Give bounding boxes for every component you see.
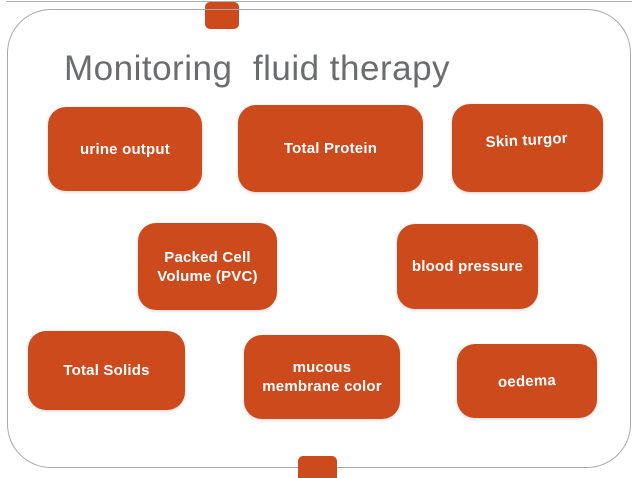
- box-packed-cell-volume: Packed Cell Volume (PVC): [138, 223, 277, 310]
- box-label: Skin turgor: [485, 129, 569, 151]
- box-oedema: oedema: [457, 344, 597, 418]
- box-total-solids: Total Solids: [28, 331, 185, 410]
- box-label: mucous membrane color: [262, 358, 382, 396]
- slide-title: Monitoring fluid therapy: [64, 49, 451, 88]
- box-total-protein: Total Protein: [238, 105, 423, 192]
- box-label-line2: membrane color: [262, 378, 382, 395]
- box-label: blood pressure: [411, 258, 524, 275]
- box-label-line1: Packed Cell: [164, 248, 251, 266]
- box-label: oedema: [497, 371, 557, 391]
- box-blood-pressure: blood pressure: [397, 224, 538, 309]
- adjacent-slide-peek-bottom: [298, 456, 337, 478]
- box-label-line2: Volume (PVC): [157, 267, 258, 285]
- box-label: urine output: [80, 140, 170, 158]
- box-mucous-membrane-color: mucous membrane color: [244, 335, 400, 419]
- box-skin-turgor: Skin turgor: [452, 104, 603, 192]
- box-label-line1: mucous: [292, 359, 352, 376]
- top-edge-divider: [6, 1, 632, 2]
- adjacent-slide-peek-top: [205, 2, 239, 29]
- box-label: Total Protein: [283, 140, 378, 157]
- box-label: Total Solids: [63, 362, 150, 379]
- box-label: Packed Cell Volume (PVC): [157, 248, 257, 286]
- box-urine-output: urine output: [48, 107, 202, 191]
